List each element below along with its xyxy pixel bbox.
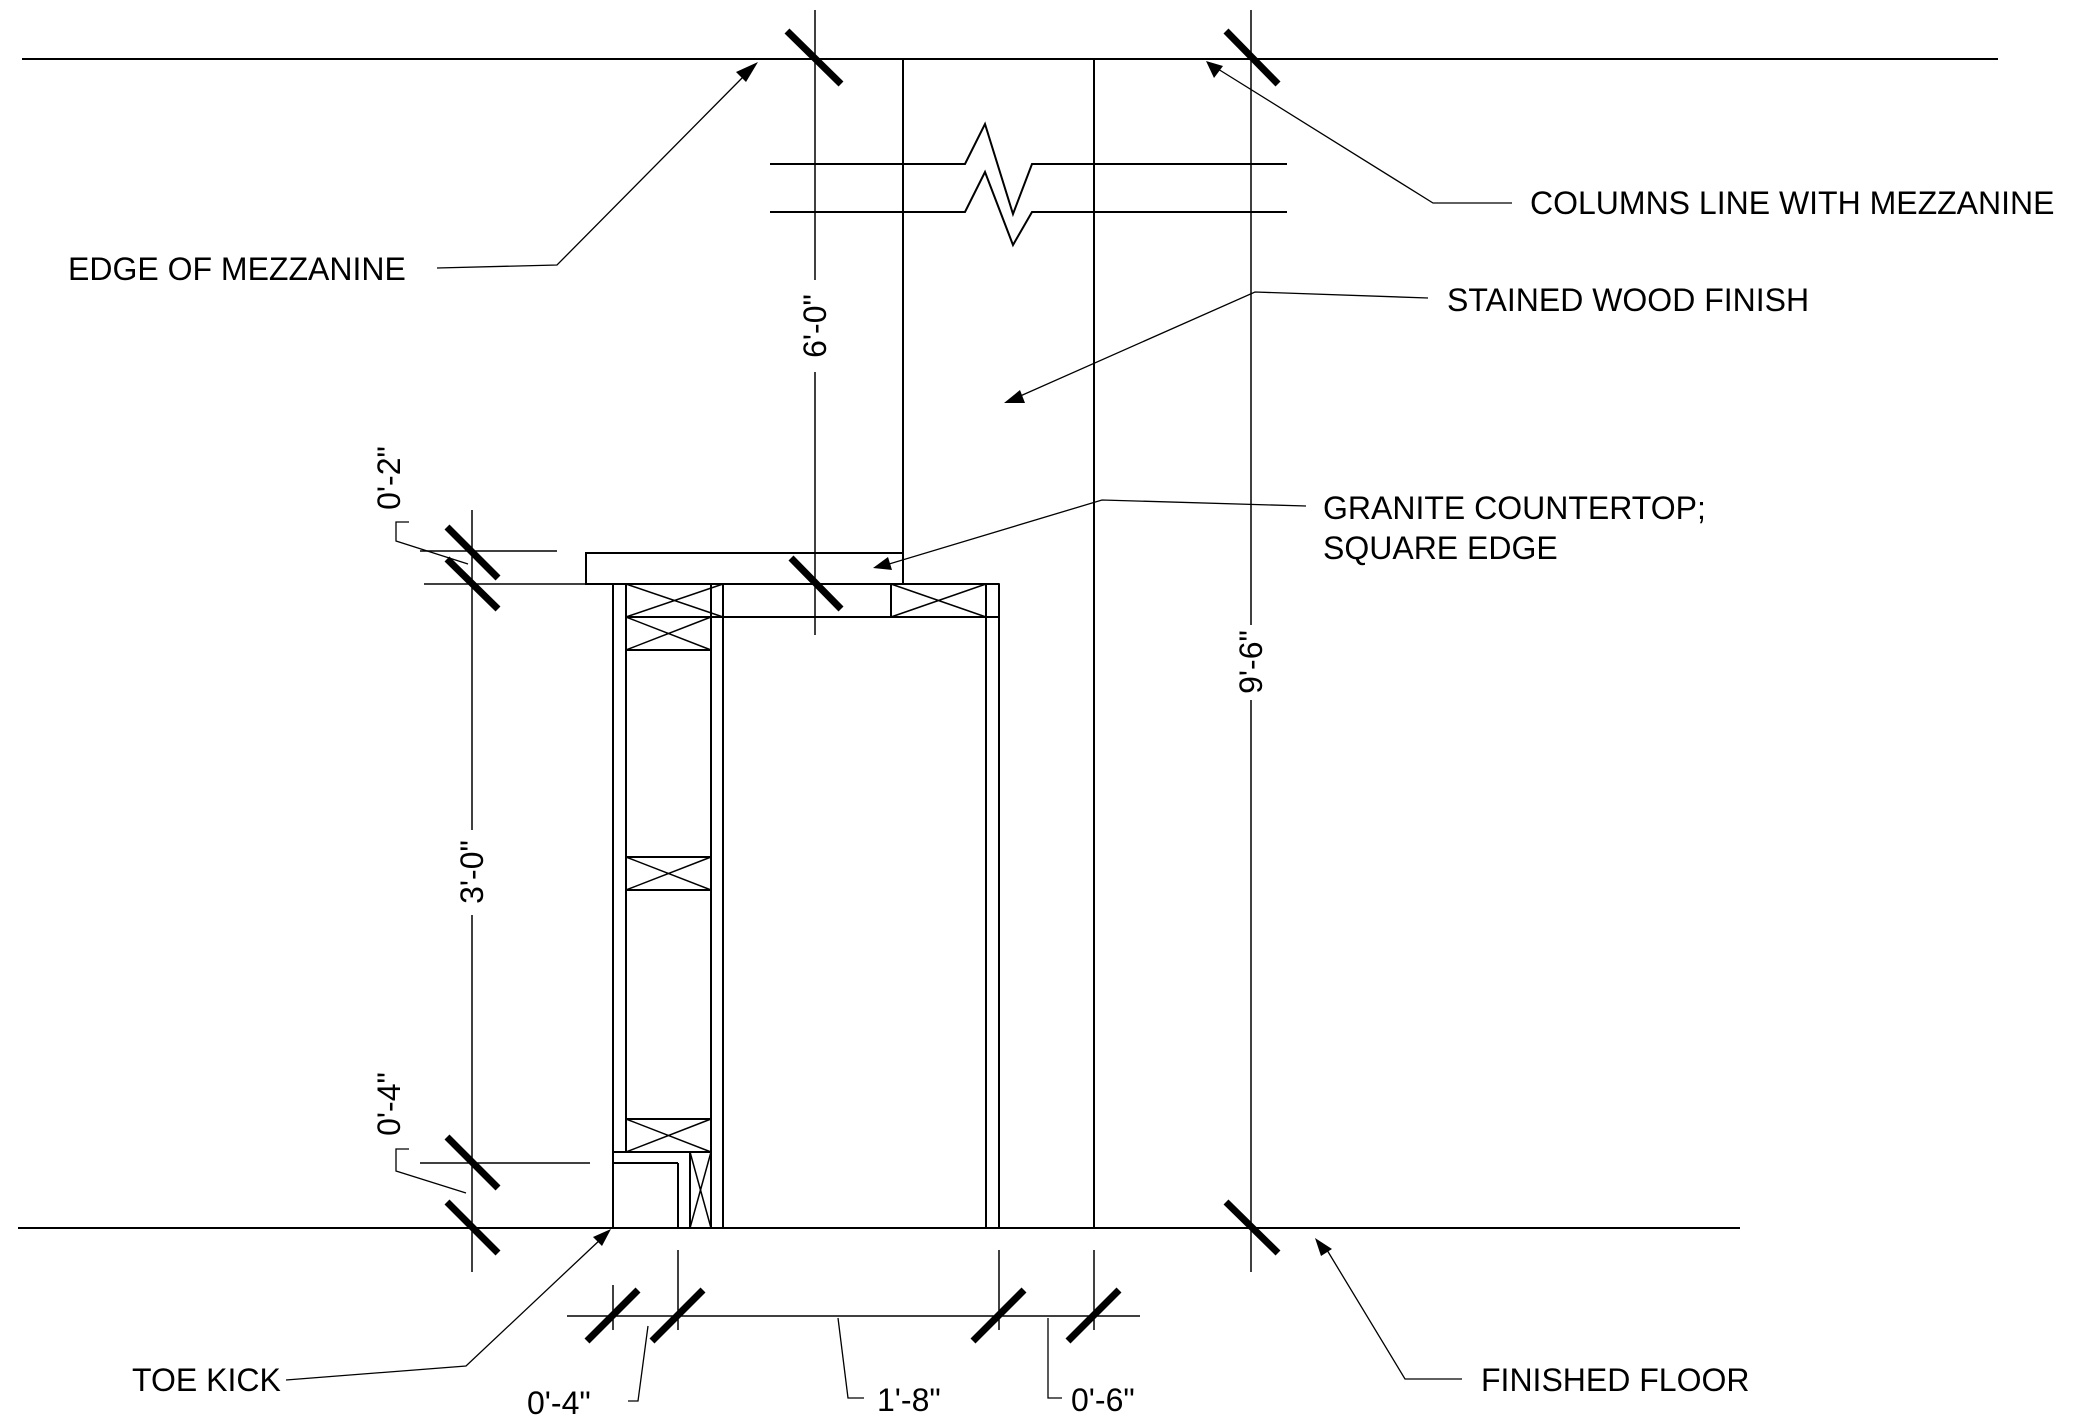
arrowhead — [593, 1229, 611, 1246]
leader-granite — [888, 499, 1307, 565]
dim-column-height: 6'-0" — [797, 294, 833, 358]
dim-column-offset: 0'-6" — [1071, 1382, 1135, 1415]
base-cabinet — [612, 583, 1000, 1229]
dim-total-height: 9'-6" — [1233, 630, 1269, 694]
label-stained-wood: STAINED WOOD FINISH — [1447, 282, 1809, 318]
dim-cabinet-depth: 1'-8" — [877, 1382, 941, 1415]
leader-dim-countertop — [395, 521, 469, 565]
arrowhead — [1315, 1238, 1332, 1256]
dim-toe-kick-height: 0'-4" — [371, 1072, 407, 1136]
label-columns-line: COLUMNS LINE WITH MEZZANINE — [1530, 185, 2054, 221]
label-finished-floor: FINISHED FLOOR — [1481, 1362, 1749, 1398]
break-line-symbol — [770, 121, 1287, 248]
arrowhead — [1206, 61, 1223, 78]
dim-cabinet-height: 3'-0" — [454, 840, 490, 904]
label-edge-of-mezzanine: EDGE OF MEZZANINE — [68, 251, 406, 287]
leader-dim-cabinet-depth — [837, 1317, 864, 1399]
label-granite-line2: SQUARE EDGE — [1323, 530, 1558, 566]
leader-toe-kick — [285, 1237, 603, 1381]
dim-countertop-thickness: 0'-2" — [371, 446, 407, 510]
dim-toe-kick-depth: 0'-4" — [527, 1385, 591, 1415]
leader-dim-column-offset — [1047, 1318, 1062, 1399]
leader-dim-toe-height — [395, 1148, 467, 1194]
label-toe-kick: TOE KICK — [132, 1362, 281, 1398]
arrowhead — [736, 62, 758, 82]
granite-countertop — [585, 552, 904, 585]
leader-edge-of-mezzanine — [436, 74, 746, 269]
label-granite-line1: GRANITE COUNTERTOP; — [1323, 490, 1706, 526]
arrowhead — [1004, 390, 1025, 403]
leader-columns-line — [1217, 68, 1512, 204]
leader-finished-floor — [1326, 1249, 1462, 1380]
dimension-ticks — [444, 28, 1281, 1344]
arrowhead — [873, 557, 892, 570]
leader-dim-toe-depth — [628, 1325, 649, 1402]
leader-stained-wood — [1017, 291, 1429, 398]
